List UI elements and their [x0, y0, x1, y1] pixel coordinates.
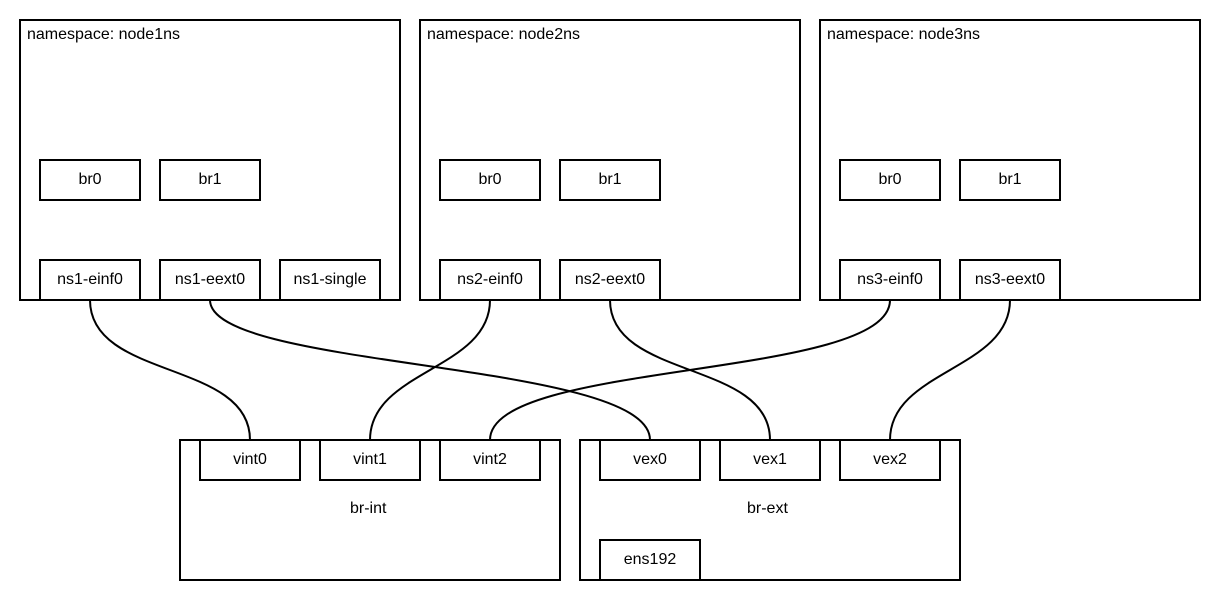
bridge-br1: br1 [159, 159, 261, 201]
interface-ns3-eext0: ns3-eext0 [959, 259, 1061, 301]
port-vex2: vex2 [839, 439, 941, 481]
interface-ns1-single: ns1-single [279, 259, 381, 301]
interface-ns2-einf0: ns2-einf0 [439, 259, 541, 301]
cable-ns1-einf0-vint0 [89, 299, 251, 441]
bridge-br0: br0 [39, 159, 141, 201]
uplink-ens192: ens192 [599, 539, 701, 581]
cable-ns3-eext0-vex2 [889, 299, 1011, 441]
bridge-br1: br1 [559, 159, 661, 201]
interface-ns2-eext0: ns2-eext0 [559, 259, 661, 301]
cable-ns1-eext0-vex0 [209, 299, 651, 441]
interface-ns1-einf0: ns1-einf0 [39, 259, 141, 301]
port-vex0: vex0 [599, 439, 701, 481]
cable-ns2-eext0-vex1 [609, 299, 771, 441]
bridge-br1: br1 [959, 159, 1061, 201]
namespace-title: namespace: node3ns [827, 26, 980, 43]
namespace-title: namespace: node1ns [27, 26, 180, 43]
port-vint0: vint0 [199, 439, 301, 481]
bridge-br0: br0 [839, 159, 941, 201]
port-vint2: vint2 [439, 439, 541, 481]
cable-ns2-einf0-vint1 [369, 299, 491, 441]
bridge-br0: br0 [439, 159, 541, 201]
port-vex1: vex1 [719, 439, 821, 481]
port-vint1: vint1 [319, 439, 421, 481]
interface-ns3-einf0: ns3-einf0 [839, 259, 941, 301]
namespace-title: namespace: node2ns [427, 26, 580, 43]
bridge-br-ext-label: br-ext [747, 500, 788, 517]
interface-ns1-eext0: ns1-eext0 [159, 259, 261, 301]
bridge-br-int-label: br-int [350, 500, 387, 517]
